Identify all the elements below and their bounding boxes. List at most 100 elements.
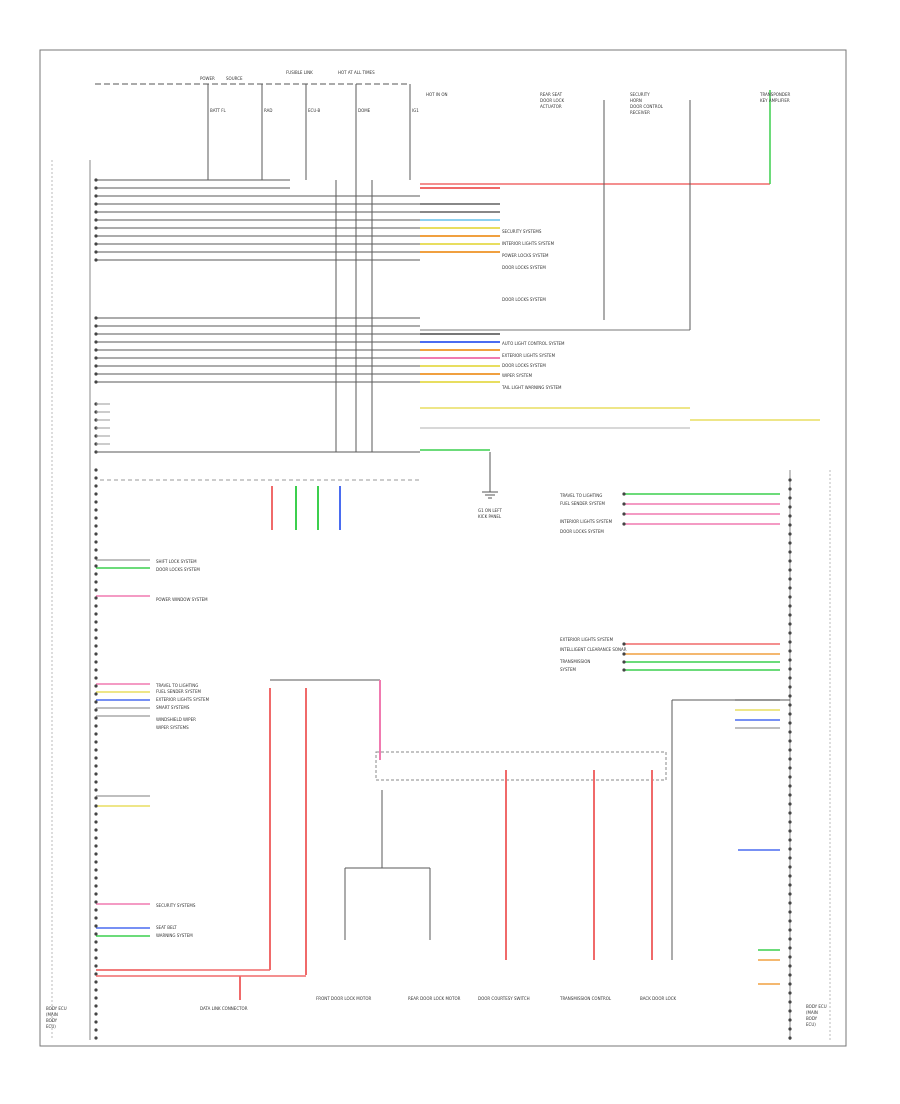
pin-right-col-243	[788, 856, 792, 860]
top-right-label-7: TRANSPONDER	[759, 92, 790, 97]
pin-left-18	[94, 226, 98, 230]
center-system-4: DOOR LOCKS SYSTEM	[502, 297, 546, 302]
pin-right-col-207	[788, 532, 792, 536]
pin-right-col-233	[788, 766, 792, 770]
bottom-label-0: DATA LINK CONNECTOR	[200, 1006, 248, 1011]
left-system-3: TRAVEL TO LIGHTING	[155, 683, 198, 688]
right-module-label-3: BODY	[806, 1016, 818, 1021]
diagram-border	[39, 49, 847, 1047]
pin-right-col-204	[788, 505, 792, 509]
pin-left-col-163	[94, 740, 98, 744]
top-label-hot-always: HOT AT ALL TIMES	[338, 70, 375, 75]
pin-right-col-256	[788, 973, 792, 977]
center-system-9: TAIL LIGHT WARNING SYSTEM	[501, 385, 562, 390]
pin-right-col-258	[788, 991, 792, 995]
right-module-label-2: (MAIN	[806, 1010, 818, 1015]
pin-left-col-182	[94, 892, 98, 896]
pin-left-26	[94, 258, 98, 262]
bottom-label-2: REAR DOOR LOCK MOTOR	[408, 996, 461, 1001]
center-system-5: AUTO LIGHT CONTROL SYSTEM	[502, 341, 565, 346]
pin-left-col-169	[94, 788, 98, 792]
top-right-label-4: HORN	[630, 98, 642, 103]
pin-right-col-221	[788, 658, 792, 662]
pin-right-102	[622, 652, 626, 656]
pin-right-col-211	[788, 568, 792, 572]
pin-right-col-223	[788, 676, 792, 680]
pin-right-92	[622, 492, 626, 496]
pin-right-col-222	[788, 667, 792, 671]
pin-left-col-174	[94, 828, 98, 832]
top-label-source: SOURCE	[226, 76, 243, 81]
pin-left-40	[94, 324, 98, 328]
right-system-0: TRAVEL TO LIGHTING	[559, 493, 602, 498]
pin-right-col-253	[788, 946, 792, 950]
pin-left-col-151	[94, 644, 98, 648]
bottom-label-1: FRONT DOOR LOCK MOTOR	[316, 996, 371, 1001]
left-system-1: DOOR LOCKS SYSTEM	[156, 567, 200, 572]
pin-left-col-148	[94, 620, 98, 624]
pin-left-col-185	[94, 916, 98, 920]
pin-left-52	[94, 372, 98, 376]
pin-right-104	[622, 660, 626, 664]
pin-left-col-191	[94, 964, 98, 968]
pin-left-20	[94, 234, 98, 238]
pin-left-col-153	[94, 660, 98, 664]
pin-right-col-234	[788, 775, 792, 779]
pin-right-col-219	[788, 640, 792, 644]
pin-left-44	[94, 340, 98, 344]
pin-right-col-228	[788, 721, 792, 725]
bottom-label-5: BACK DOOR LOCK	[640, 996, 677, 1001]
pin-left-col-131	[94, 484, 98, 488]
pin-left-col-147	[94, 612, 98, 616]
pin-left-54	[94, 380, 98, 384]
right-system-5: INTELLIGENT CLEARANCE SONAR	[560, 647, 627, 652]
pin-right-col-259	[788, 1000, 792, 1004]
left-system-6: SMART SYSTEMS	[156, 705, 190, 710]
pin-right-col-215	[788, 604, 792, 608]
pin-left-col-192	[94, 972, 98, 976]
pin-left-col-181	[94, 884, 98, 888]
wires-group	[94, 84, 820, 1040]
pin-left-col-160	[94, 716, 98, 720]
ground-symbol	[482, 452, 498, 499]
fuse-label-4: IG1	[412, 108, 419, 113]
pin-right-col-261	[788, 1018, 792, 1022]
top-right-label-2: ACTUATOR	[540, 104, 562, 109]
pin-right-col-218	[788, 631, 792, 635]
fuse-label-0: BATT FL	[210, 108, 227, 113]
pin-right-col-263	[788, 1036, 792, 1040]
pin-right-col-239	[788, 820, 792, 824]
pin-left-8	[94, 186, 98, 190]
pin-right-col-235	[788, 784, 792, 788]
pin-left-col-189	[94, 948, 98, 952]
right-system-1: FUEL SENDER SYSTEM	[560, 501, 605, 506]
pin-left-col-134	[94, 508, 98, 512]
pin-right-col-229	[788, 730, 792, 734]
top-label-hot-on: HOT IN ON	[426, 92, 447, 97]
pin-right-col-216	[788, 613, 792, 617]
top-label-fusible: FUSIBLE LINK	[286, 70, 313, 75]
pin-left-col-166	[94, 764, 98, 768]
right-system-6: TRANSMISSION	[559, 659, 590, 664]
pin-right-col-248	[788, 901, 792, 905]
pin-left-col-141	[94, 564, 98, 568]
top-right-label-3: SECURITY	[630, 92, 650, 97]
pin-left-col-188	[94, 940, 98, 944]
right-system-7: SYSTEM	[560, 667, 576, 672]
pin-right-col-205	[788, 514, 792, 518]
pin-left-col-149	[94, 628, 98, 632]
left-system-5: EXTERIOR LIGHTS SYSTEM	[156, 697, 210, 702]
fuse-label-3: DOME	[358, 108, 371, 113]
left-system-10: SEAT BELT	[156, 925, 177, 930]
pin-left-24	[94, 250, 98, 254]
left-module-label-2: (MAIN	[46, 1012, 58, 1017]
center-system-7: DOOR LOCKS SYSTEM	[502, 363, 546, 368]
center-system-3: DOOR LOCKS SYSTEM	[502, 265, 546, 270]
pin-left-col-168	[94, 780, 98, 784]
right-system-2: INTERIOR LIGHTS SYSTEM	[560, 519, 613, 524]
pin-right-col-230	[788, 739, 792, 743]
pin-left-col-200	[94, 1036, 98, 1040]
pin-left-col-197	[94, 1012, 98, 1016]
